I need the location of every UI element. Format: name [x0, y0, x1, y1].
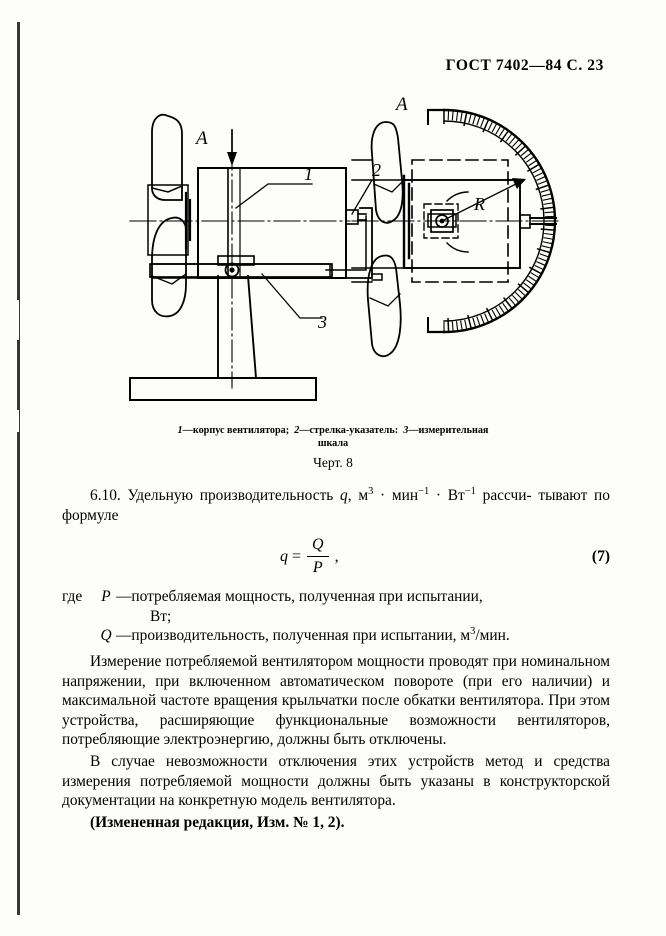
section-label-a-left: A: [194, 128, 208, 149]
caption-number-2: 2: [294, 425, 300, 436]
figure-caption: 1—корпус вентилятора; 2—стрелка-указател…: [0, 424, 666, 450]
definition-q: производительность, полученная при испыт…: [131, 626, 610, 646]
definition-p: потребляемая мощность, полученная при ис…: [131, 588, 483, 606]
formula-denominator: P: [312, 559, 323, 577]
clause-6-10-units-a: , м: [347, 487, 369, 504]
definition-p-unit: Вт;: [150, 607, 172, 625]
where-definitions: где P — потребляемая мощность, полученна…: [62, 587, 610, 646]
scale-tick-marks: [443, 111, 554, 331]
figure-number: Черт. 8: [313, 455, 353, 470]
formula-lhs: q: [280, 547, 288, 565]
formula-number-7: (7): [591, 548, 610, 566]
fan-measurement-diagram: A A 1 2 3 R: [129, 94, 561, 401]
caption-line-2: шкала: [317, 438, 349, 449]
radius-label-r: R: [473, 194, 485, 214]
scan-edge-gap-lower: [17, 410, 19, 432]
clause-6-10-units-b: · мин: [373, 487, 419, 504]
clause-6-10-sup-3: −1: [464, 485, 476, 497]
figure-drawing-8: A A 1 2 3 R: [0, 88, 666, 418]
formula-fraction: Q P: [307, 535, 329, 578]
callout-label-2: 2: [372, 160, 381, 180]
caption-text-1: —корпус вентилятора;: [182, 425, 290, 436]
paragraph-clause-6-10: 6.10. Удельную производительность q, м3 …: [62, 486, 610, 525]
definition-q-text: производительность, полученная при испыт…: [131, 627, 471, 645]
caption-text-2: —стрелка-указатель:: [299, 425, 399, 436]
clause-6-10-line-2: тывают по формуле: [62, 487, 610, 524]
symbol-q: Q: [100, 627, 112, 645]
section-label-a-right: A: [394, 94, 408, 115]
fraction-bar: [307, 555, 329, 558]
callout-label-1: 1: [304, 164, 313, 184]
definition-q-sup: 3: [470, 626, 476, 638]
clause-6-10-tail: рассчи-: [475, 487, 532, 504]
formula-numerator: Q: [312, 536, 324, 554]
callout-label-3: 3: [317, 312, 327, 332]
paragraph-cannot-disconnect: В случае невозможности отключения этих у…: [62, 752, 610, 810]
symbol-p: P: [101, 588, 111, 606]
formula-comma: ,: [334, 547, 339, 565]
scan-binding-edge: [17, 22, 20, 915]
caption-text-3: —измерительная: [408, 425, 489, 436]
formula-block: q = Q P , (7): [62, 531, 610, 583]
page-header-standard-number: ГОСТ 7402—84 С. 23: [445, 57, 604, 74]
where-line-q: где Q — производительность, полученная п…: [62, 626, 610, 646]
where-dash-p: —: [116, 588, 132, 606]
clause-6-10-units-c: · Вт: [429, 487, 465, 504]
clause-6-10-intro: 6.10. Удельную производительность: [90, 487, 334, 504]
clause-6-10-sup-2: −1: [418, 485, 430, 497]
caption-number-3: 3: [403, 425, 409, 436]
where-keyword: где: [62, 588, 83, 606]
clause-6-10-variable: q: [340, 487, 348, 504]
where-dash-q: —: [116, 627, 132, 645]
document-body: 6.10. Удельную производительность q, м3 …: [62, 486, 610, 834]
definition-q-tail: /мин.: [475, 627, 510, 645]
paragraph-revision-note: (Измененная редакция, Изм. № 1, 2).: [90, 813, 345, 831]
scan-edge-gap-upper: [17, 300, 19, 340]
caption-number-1: 1: [177, 425, 183, 436]
paragraph-power-measurement: Измерение потребляемой вентилятором мощн…: [62, 652, 610, 749]
where-line-p: где P — потребляемая мощность, полученна…: [62, 587, 610, 607]
formula-specific-output: q = Q P ,: [280, 535, 339, 578]
clause-6-10-sup-1: 3: [368, 485, 374, 497]
formula-equals: =: [292, 547, 302, 565]
